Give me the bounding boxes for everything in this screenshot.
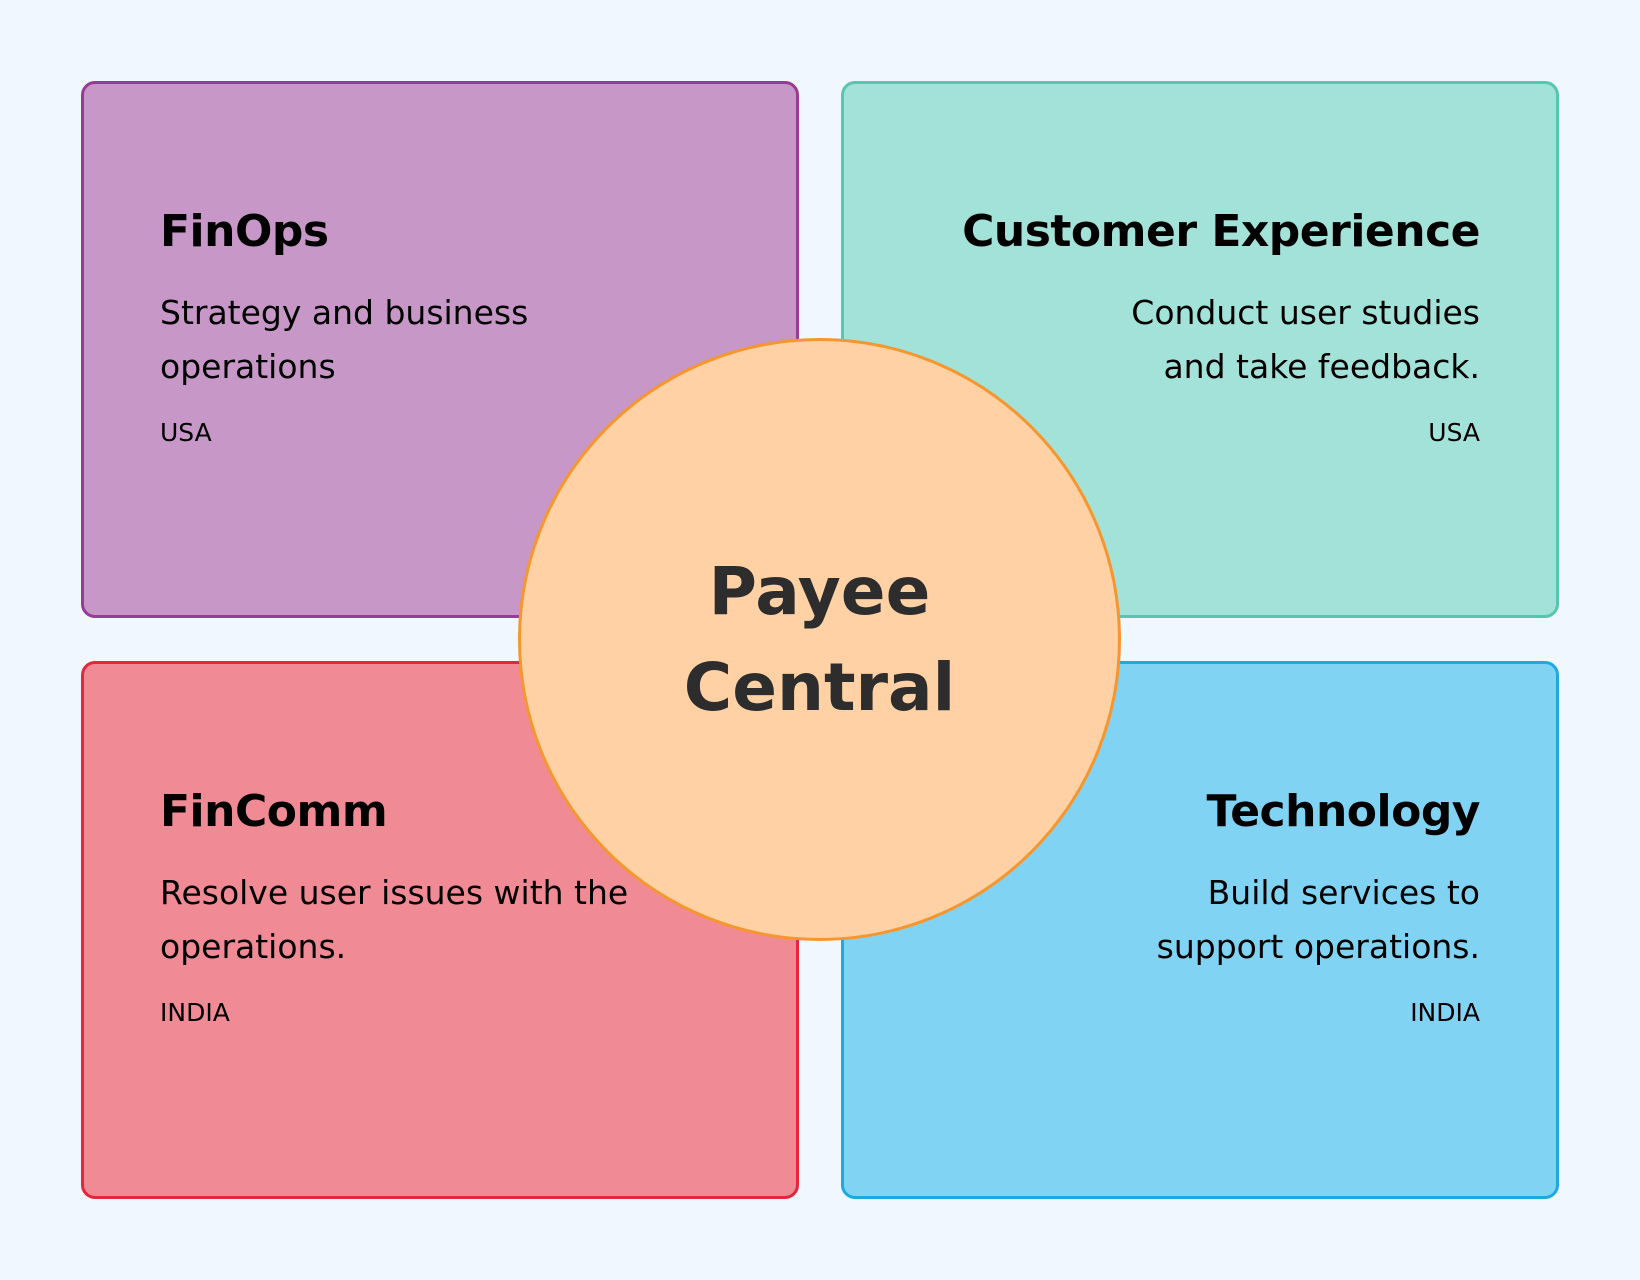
payee-central-label: Payee Central [683, 552, 956, 726]
finops-content: FinOps Strategy and business operations … [160, 206, 680, 448]
finops-description: Strategy and business operations [160, 293, 529, 386]
finops-card: FinOps Strategy and business operations … [81, 81, 799, 618]
customer-experience-description: Conduct user studies and take feedback. [1131, 293, 1480, 386]
fincomm-title: FinComm [160, 786, 388, 837]
customer-experience-content: Customer Experience Conduct user studies… [960, 206, 1480, 448]
technology-title: Technology [1206, 786, 1481, 837]
finops-title: FinOps [160, 206, 329, 257]
technology-region: INDIA [1410, 998, 1480, 1027]
fincomm-content: FinComm Resolve user issues with the ope… [160, 786, 680, 1028]
finops-region: USA [160, 418, 212, 447]
customer-experience-title: Customer Experience [962, 206, 1480, 257]
fincomm-description: Resolve user issues with the operations. [160, 873, 629, 966]
fincomm-region: INDIA [160, 998, 230, 1027]
customer-experience-card: Customer Experience Conduct user studies… [841, 81, 1559, 618]
payee-central-circle: Payee Central [518, 338, 1121, 941]
technology-content: Technology Build services to support ope… [960, 786, 1481, 1028]
technology-description: Build services to support operations. [1156, 873, 1480, 966]
customer-experience-region: USA [1428, 418, 1480, 447]
